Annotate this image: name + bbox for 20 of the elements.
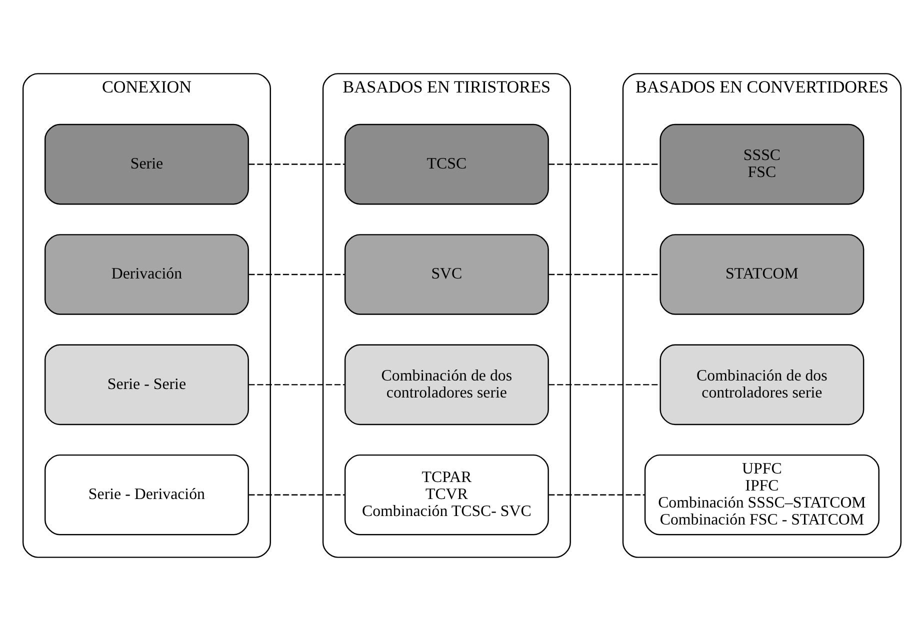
node-box: Combinación de dos controladores serie bbox=[660, 344, 864, 425]
node-box: Serie - Serie bbox=[44, 344, 249, 425]
node-box: UPFC IPFC Combinación SSSC–STATCOM Combinación FSC - STATCOM bbox=[644, 454, 880, 535]
connector bbox=[548, 494, 645, 495]
node-box: Serie - Derivación bbox=[44, 454, 249, 535]
node-box: STATCOM bbox=[660, 234, 864, 314]
node-box: SSSC FSC bbox=[660, 123, 864, 204]
connector bbox=[248, 163, 345, 164]
connector bbox=[248, 384, 345, 385]
connector bbox=[548, 273, 660, 275]
connector bbox=[548, 163, 660, 164]
connector bbox=[248, 273, 345, 275]
node-box: Serie bbox=[44, 123, 249, 204]
node-box: TCSC bbox=[344, 123, 549, 204]
node-box: SVC bbox=[344, 234, 549, 314]
node-box: TCPAR TCVR Combinación TCSC- SVC bbox=[344, 454, 549, 535]
node-box: Combinación de dos controladores serie bbox=[344, 344, 549, 425]
node-box: Derivación bbox=[44, 234, 249, 314]
connector bbox=[548, 384, 660, 385]
connector bbox=[248, 494, 345, 495]
